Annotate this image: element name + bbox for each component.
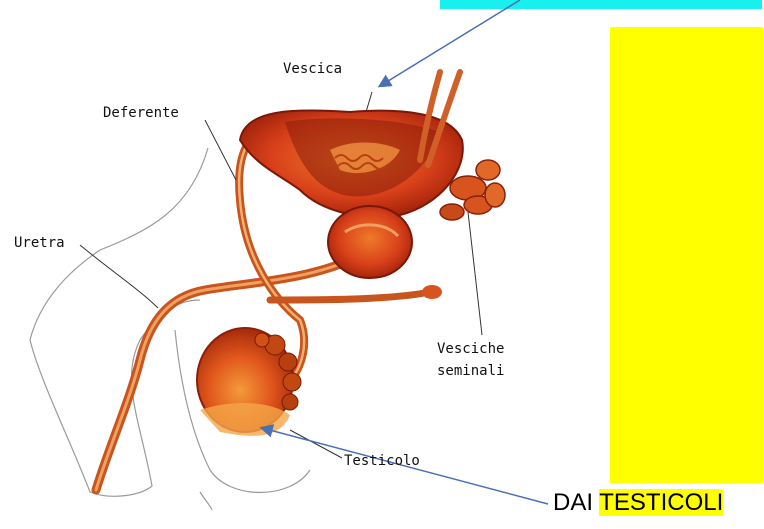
label-vescica: Vescica: [283, 60, 342, 78]
label-testicolo: Testicolo: [344, 452, 420, 470]
label-vesciche-line2: seminali: [437, 362, 504, 380]
thigh-outline: [200, 492, 212, 510]
label-uretra: Uretra: [14, 234, 65, 252]
arrow-to-bladder: [380, 0, 520, 86]
leader-testicolo: [290, 430, 342, 458]
caption-highlight: TESTICOLI: [599, 489, 723, 516]
caption-dai-testicoli: DAI TESTICOLI: [553, 488, 723, 518]
prostate: [328, 206, 412, 278]
lower-tube: [270, 292, 430, 300]
leader-vescica: [366, 92, 372, 112]
leader-uretra: [80, 245, 158, 308]
leader-vesciche: [468, 212, 482, 335]
label-deferente: Deferente: [103, 104, 179, 122]
penis-outline: [30, 300, 200, 496]
label-vesciche-line1: Vesciche: [437, 340, 504, 358]
leader-deferente: [205, 120, 236, 180]
caption-prefix: DAI: [553, 489, 593, 516]
